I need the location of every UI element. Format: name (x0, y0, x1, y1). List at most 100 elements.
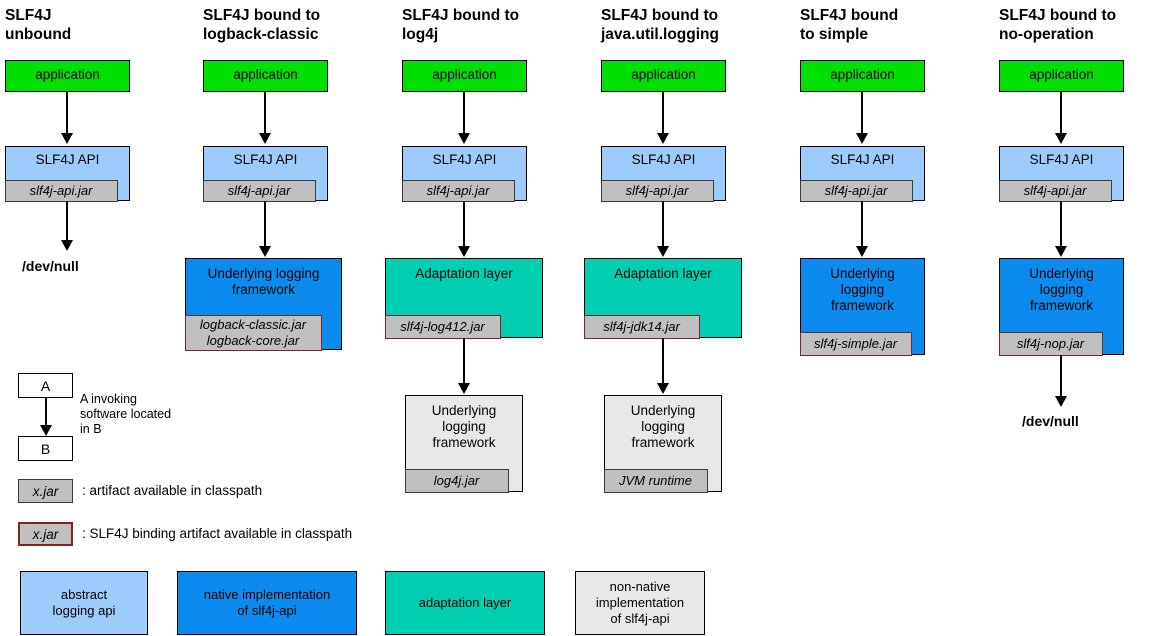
node-label: application (830, 67, 895, 82)
legend-text-binding-artifact: : SLF4J binding artifact available in cl… (82, 526, 353, 541)
jar-chip-slf4j-api: slf4j-api.jar (401, 179, 515, 202)
node-slf4j-api-jul: SLF4J API slf4j-api.jar (600, 146, 726, 202)
arrow-line (662, 201, 664, 249)
node-slf4j-api-nop: SLF4J API slf4j-api.jar (998, 146, 1124, 202)
node-label: application (1029, 67, 1094, 82)
column-title-unbound: SLF4J unbound (5, 7, 72, 43)
arrow-head (657, 383, 669, 394)
node-application-simple: application (800, 60, 925, 92)
arrow-line (463, 92, 465, 136)
node-label: Underlying logging framework (630, 403, 696, 450)
legend-invocation-note: A invoking software located in B (80, 392, 172, 436)
jar-chip-slf4j-jdk14: slf4j-jdk14.jar (583, 314, 700, 339)
column-title-simple: SLF4J bound to simple (800, 7, 899, 43)
node-underlying-framework-nop: Underlying logging framework slf4j-nop.j… (998, 258, 1124, 356)
jar-chip-jvm-runtime: JVM runtime (603, 468, 708, 493)
legend-arrow-head (40, 425, 52, 436)
node-underlying-framework-simple: Underlying logging framework slf4j-simpl… (799, 258, 925, 356)
node-label: SLF4J API (830, 152, 895, 167)
jar-chip-slf4j-api: slf4j-api.jar (799, 179, 913, 202)
legend-box-b: B (18, 436, 73, 461)
arrow-line (66, 201, 68, 243)
node-adaptation-layer-jul: Adaptation layer slf4j-jdk14.jar (583, 258, 742, 339)
arrow-head (61, 240, 73, 251)
node-label: Adaptation layer (415, 266, 513, 281)
arrow-line (861, 201, 863, 249)
node-label: SLF4J API (631, 152, 696, 167)
jar-chip-slf4j-log412: slf4j-log412.jar (384, 314, 501, 339)
legend-chip-binding-artifact: x.jar (18, 522, 73, 546)
legend-text-artifact: : artifact available in classpath (82, 483, 263, 498)
jar-chip-slf4j-simple: slf4j-simple.jar (799, 331, 912, 356)
arrow-head (458, 133, 470, 144)
node-application-nop: application (999, 60, 1124, 92)
jar-chip-slf4j-api: slf4j-api.jar (600, 179, 714, 202)
node-label: application (432, 67, 497, 82)
jar-chip-log4j: log4j.jar (404, 468, 509, 493)
arrow-line (463, 338, 465, 386)
node-adaptation-layer-log4j: Adaptation layer slf4j-log412.jar (384, 258, 543, 339)
arrow-line (1060, 201, 1062, 249)
arrow-line (662, 92, 664, 136)
arrow-head (657, 133, 669, 144)
arrow-head (458, 246, 470, 257)
jar-chip-slf4j-api: slf4j-api.jar (4, 179, 118, 202)
node-application-unbound: application (5, 60, 130, 92)
terminal-devnull-unbound: /dev/null (22, 258, 79, 274)
jar-chip-slf4j-nop: slf4j-nop.jar (998, 331, 1103, 356)
arrow-line (264, 201, 266, 249)
node-label: application (631, 67, 696, 82)
node-label: SLF4J API (1029, 152, 1094, 167)
node-label: SLF4J API (35, 152, 100, 167)
arrow-line (861, 92, 863, 136)
arrow-line (66, 92, 68, 136)
column-title-logback-classic: SLF4J bound to logback-classic (203, 7, 321, 43)
arrow-head (458, 383, 470, 394)
column-title-java-util-logging: SLF4J bound to java.util.logging (601, 7, 719, 43)
arrow-line (1060, 92, 1062, 136)
node-slf4j-api-unbound: SLF4J API slf4j-api.jar (4, 146, 130, 202)
arrow-line (264, 92, 266, 136)
node-slf4j-api-logback: SLF4J API slf4j-api.jar (202, 146, 328, 202)
arrow-head (259, 133, 271, 144)
legend-box-a: A (18, 373, 73, 398)
node-label: SLF4J API (432, 152, 497, 167)
node-application-jul: application (601, 60, 726, 92)
node-label: Adaptation layer (614, 266, 712, 281)
arrow-head (657, 246, 669, 257)
legend-chip-artifact: x.jar (18, 479, 73, 503)
node-label: application (35, 67, 100, 82)
color-key-native-implementation: native implementation of slf4j-api (177, 571, 357, 635)
column-title-no-operation: SLF4J bound to no-operation (999, 7, 1117, 43)
jar-chip-logback: logback-classic.jar logback-core.jar (184, 314, 322, 351)
node-label: Underlying logging framework (431, 403, 497, 450)
arrow-line (662, 338, 664, 386)
node-label: application (233, 67, 298, 82)
node-label: Underlying logging framework (207, 266, 320, 297)
node-application-logback: application (203, 60, 328, 92)
node-underlying-framework-jul: Underlying logging framework JVM runtime (603, 395, 722, 493)
arrow-head (1055, 133, 1067, 144)
arrow-head (856, 246, 868, 257)
arrow-head (856, 133, 868, 144)
jar-chip-slf4j-api: slf4j-api.jar (202, 179, 316, 202)
color-key-abstract-logging-api: abstract logging api (20, 571, 148, 635)
color-key-non-native-implementation: non-native implementation of slf4j-api (575, 571, 705, 635)
node-label: Underlying logging framework (830, 266, 895, 313)
arrow-line (463, 201, 465, 249)
arrow-head (61, 133, 73, 144)
terminal-devnull-nop: /dev/null (1022, 413, 1079, 429)
column-title-log4j: SLF4J bound to log4j (402, 7, 520, 43)
node-underlying-framework-logback: Underlying logging framework logback-cla… (184, 258, 342, 351)
color-key-adaptation-layer: adaptation layer (385, 571, 545, 635)
arrow-head (259, 246, 271, 257)
arrow-head (1055, 396, 1067, 407)
node-label: Underlying logging framework (1029, 266, 1094, 313)
arrow-head (1055, 246, 1067, 257)
node-application-log4j: application (402, 60, 527, 92)
node-label: SLF4J API (233, 152, 298, 167)
jar-chip-slf4j-api: slf4j-api.jar (998, 179, 1112, 202)
node-slf4j-api-simple: SLF4J API slf4j-api.jar (799, 146, 925, 202)
arrow-line (1060, 355, 1062, 399)
legend-arrow-line (45, 398, 47, 430)
